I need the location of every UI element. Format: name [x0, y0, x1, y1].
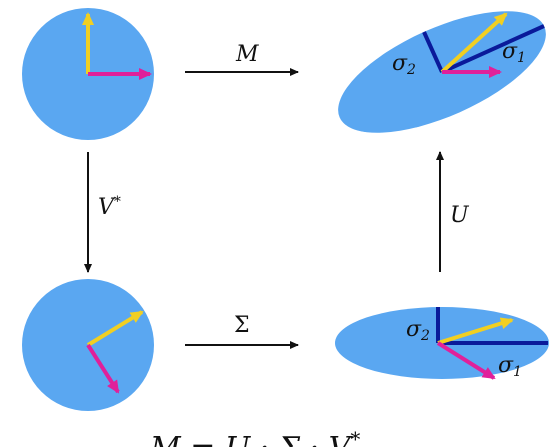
v-star-arrow-label: V*	[98, 194, 121, 220]
sigma1-axis	[441, 24, 545, 74]
ellipse-scaled: σ2 σ1	[335, 307, 549, 380]
sigma2-axis	[422, 31, 444, 73]
m-arrow-label: M	[235, 42, 259, 67]
svd-equation: M = U · Σ · V*	[149, 427, 360, 447]
yellow-vector	[86, 310, 144, 347]
u-arrow-label: U	[450, 203, 470, 228]
ellipse-result: σ1 σ2	[338, 11, 546, 133]
unit-circle-original	[22, 8, 154, 140]
unit-circle-rotated	[22, 279, 154, 411]
yellow-vector	[440, 12, 508, 74]
sigma-arrow-label: Σ	[234, 313, 250, 338]
magenta-vector	[86, 343, 120, 394]
yellow-vector	[437, 317, 514, 345]
magenta-vector	[436, 341, 496, 380]
